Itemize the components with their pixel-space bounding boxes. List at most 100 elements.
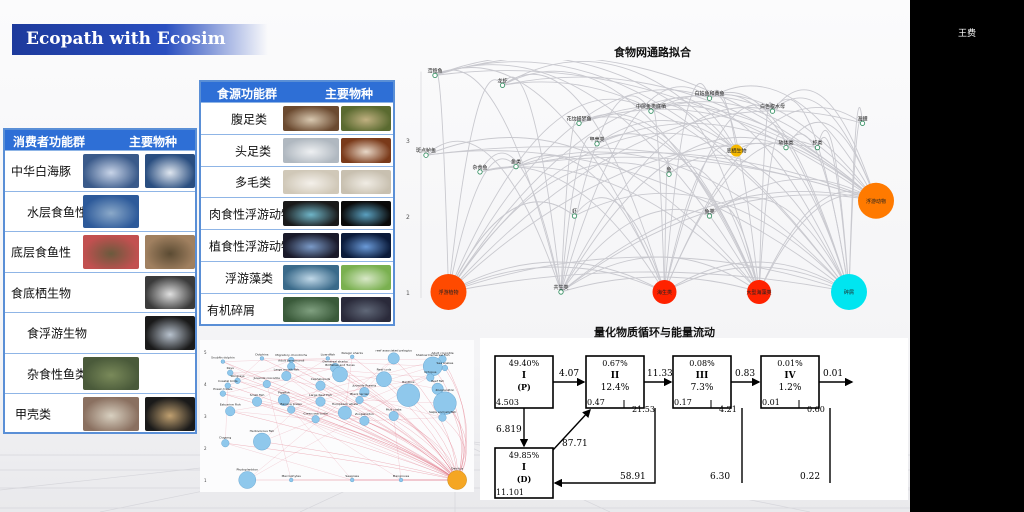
network-node-label: 软体类: [778, 140, 793, 147]
small-network-link: [230, 410, 316, 420]
trophic-box-percent: 49.40%: [509, 359, 540, 368]
network-link: [448, 158, 517, 293]
network-tick-label: 1: [406, 290, 410, 297]
network-link: [668, 165, 760, 293]
network-link: [448, 201, 575, 293]
network-link: [560, 276, 760, 293]
network-link: [574, 192, 850, 293]
network-node: [594, 141, 600, 147]
trophic-box: [494, 355, 554, 409]
small-network-link: [327, 358, 458, 481]
small-network-link: [291, 366, 431, 378]
network-link: [758, 101, 773, 293]
network-link: [502, 81, 850, 293]
small-network-link: [315, 418, 458, 481]
network-link: [848, 106, 863, 293]
network-link: [772, 97, 877, 201]
consumer-row: 中华白海豚: [5, 150, 195, 192]
small-network-link: [344, 356, 353, 413]
network-node-label: 共生类: [553, 284, 568, 291]
network-link: [434, 71, 449, 293]
food-row-label: 多毛类: [235, 175, 272, 190]
network-node-label: 斑点鲈鱼: [416, 147, 436, 154]
consumer-species-photo: [83, 397, 139, 431]
trophic-box-biomass: 4.503: [496, 398, 519, 407]
network-link: [772, 89, 877, 201]
trophic-box-biomass: 0.01: [762, 398, 780, 407]
network-link: [448, 110, 863, 293]
network-node-label: 虾类: [812, 140, 822, 147]
consumer-row: 水层食鱼性: [5, 190, 195, 233]
small-network-node: [359, 415, 370, 426]
network-link: [425, 140, 562, 293]
food-header-species: 主要物种: [325, 87, 374, 101]
network-tick-label: 3: [406, 138, 410, 145]
network-node: [769, 108, 776, 114]
small-network-node-label: Migratory chondrichs: [275, 353, 307, 357]
food-species-photo: [341, 265, 391, 290]
small-network-node: [355, 396, 364, 405]
food-row-label: 植食性浮游动物: [209, 239, 294, 254]
network-node: [648, 108, 654, 114]
trophic-box: [760, 355, 820, 409]
trophic-box-sub: (D): [517, 474, 532, 484]
small-network-node: [287, 362, 296, 371]
small-network-node: [447, 470, 467, 490]
network-link: [664, 140, 818, 293]
trophic-box-efficiency: 7.3%: [691, 383, 714, 393]
consumer-header-group: 消费者功能群: [13, 135, 86, 149]
food-web-network: 123鸢鲍鱼龙虾白姑鱼和黄鱼中层鱼类底栖白色腹水母花纹鳗梦鱼海鲤甲壳类底栖生物软…: [406, 60, 894, 310]
small-network-link: [364, 417, 443, 422]
small-network-node: [281, 371, 292, 381]
small-network-node: [376, 371, 392, 388]
trophic-box-efficiency: 12.4%: [601, 383, 630, 393]
small-network-node: [262, 380, 271, 389]
network-link: [560, 86, 710, 293]
small-network-node-label: Pelagic sharks: [341, 351, 363, 355]
consumer-species-photo: [83, 154, 139, 188]
small-network-node: [227, 369, 234, 376]
respiration-value: 0.60: [807, 405, 825, 414]
food-species-photo: [283, 137, 339, 163]
small-network-node-label: Large Reef Fish: [309, 393, 332, 397]
small-network-node: [311, 415, 320, 424]
network-node-label: 白姑鱼和黄鱼: [694, 90, 724, 97]
network-node-label: 虾: [572, 208, 577, 215]
trophic-box-level: III: [696, 371, 709, 381]
respiration-mark: [798, 400, 805, 409]
network-link: [664, 261, 850, 293]
small-network-node: [350, 354, 355, 359]
network-node: [730, 144, 743, 157]
network-node-label: 海鲤: [857, 115, 867, 122]
food-species-photo: [283, 169, 339, 195]
small-network-node: [224, 382, 231, 389]
network-node: [666, 171, 672, 177]
network-node-label: 海生类: [657, 289, 672, 296]
network-node: [858, 182, 894, 219]
network-link: [434, 60, 737, 151]
network-node: [558, 289, 564, 295]
small-network-node: [438, 413, 447, 422]
small-network-link: [334, 367, 458, 481]
small-network-link: [230, 377, 431, 412]
small-network-link: [247, 358, 394, 481]
small-network-tick-label: 2: [204, 446, 207, 451]
flow-value: 58.91: [620, 472, 646, 482]
small-network-link: [352, 356, 458, 481]
network-node-label: 杂食鱼: [472, 164, 487, 171]
small-network-node: [338, 405, 352, 420]
small-network-node-label: Reef fish: [431, 379, 444, 383]
small-network-link: [432, 366, 463, 481]
small-network-link: [230, 410, 458, 481]
small-network-link: [291, 359, 458, 481]
small-network-link: [256, 401, 458, 481]
food-row: 植食性浮游动物: [201, 229, 393, 262]
network-node: [831, 274, 867, 310]
network-link: [574, 197, 665, 293]
trophic-box-biomass: 0.47: [587, 398, 605, 407]
small-network-node: [277, 394, 290, 406]
small-network-link: [286, 375, 321, 402]
small-network-node-label: Billfishes and Tunas: [325, 363, 355, 367]
trophic-box-level: I: [522, 463, 526, 473]
flow-value: 6.30: [710, 472, 730, 482]
